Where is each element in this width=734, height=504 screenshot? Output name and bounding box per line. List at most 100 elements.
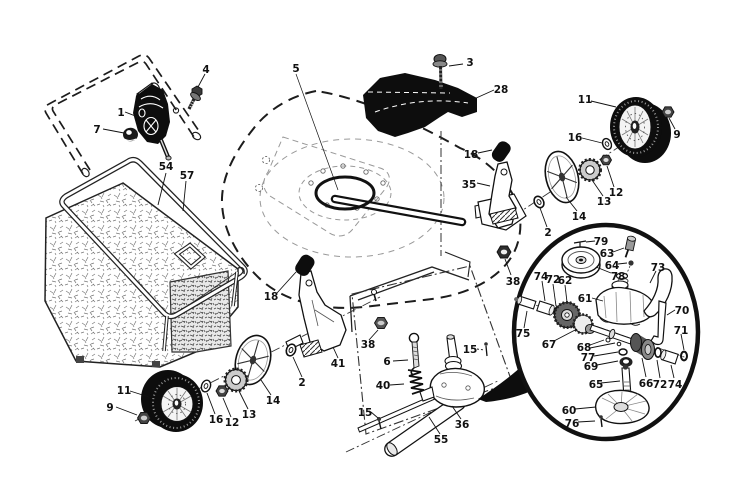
fitting <box>624 235 637 258</box>
label-60: 60 <box>562 405 577 417</box>
axle-nut-a <box>496 245 512 259</box>
support-bracket <box>650 300 667 346</box>
rear-lever-pedal <box>489 207 519 225</box>
label-74-left: 74 <box>534 271 549 283</box>
label-12-rear: 12 <box>609 187 624 199</box>
label-1: 1 <box>117 107 124 119</box>
rear-wheel-assembly <box>474 97 675 231</box>
control-bracket-details <box>138 95 164 136</box>
bearing <box>619 357 633 367</box>
grass-bag <box>44 157 248 368</box>
detail-region-box <box>351 265 513 435</box>
input-shaft <box>514 295 537 310</box>
label-4: 4 <box>202 64 209 76</box>
handlebar <box>44 54 202 178</box>
label-40: 40 <box>376 380 391 392</box>
label-2-front: 2 <box>298 377 305 389</box>
label-5: 5 <box>292 63 299 75</box>
label-16-front: 16 <box>209 414 224 426</box>
gearbox-body <box>419 334 485 408</box>
label-76: 76 <box>565 418 580 430</box>
rear-skirt <box>349 266 470 333</box>
label-75: 75 <box>516 328 531 340</box>
magnifier-pointer <box>478 366 531 402</box>
label-15-a: 15 <box>463 344 478 356</box>
front-wheel-nut <box>136 411 152 425</box>
label-6: 6 <box>383 356 390 368</box>
ring-right <box>654 347 662 358</box>
drive-belt <box>314 175 467 227</box>
bag-frame <box>59 157 248 352</box>
label-11-rear: 11 <box>578 94 593 106</box>
rear-washer2 <box>533 195 545 209</box>
label-18-front: 18 <box>264 291 279 303</box>
clip <box>573 240 587 247</box>
label-62: 62 <box>558 275 573 287</box>
handle-bolt-hole <box>172 107 180 114</box>
front-lever-pedal <box>299 339 323 358</box>
label-70: 70 <box>675 305 690 317</box>
gear-housing-lower <box>594 389 650 425</box>
part-labels: 1 4 7 54 57 5 3 28 11 9 16 18 35 12 13 1… <box>93 57 689 446</box>
gearbox-assembly <box>345 332 501 457</box>
rear-pinion <box>578 158 602 182</box>
label-63: 63 <box>600 248 615 260</box>
rear-wheel-nut <box>661 106 675 118</box>
bracket-arm <box>643 268 673 318</box>
rear-washer <box>601 137 613 151</box>
cover-bolt <box>432 54 448 90</box>
belt-cover <box>363 73 477 137</box>
label-9-rear: 9 <box>673 129 680 141</box>
label-69: 69 <box>584 361 599 373</box>
label-2-rear: 2 <box>544 227 551 239</box>
front-locknut <box>215 385 229 397</box>
plug <box>628 260 634 266</box>
label-15-b: 15 <box>358 407 373 419</box>
front-washer2 <box>285 343 297 357</box>
label-54: 54 <box>159 161 174 173</box>
label-74-right: 74 <box>668 379 683 391</box>
rear-grip <box>491 141 511 162</box>
label-38-b: 38 <box>361 339 376 351</box>
label-13-rear: 13 <box>597 196 612 208</box>
label-12-front: 12 <box>225 417 240 429</box>
label-73: 73 <box>651 262 666 274</box>
label-55: 55 <box>434 434 449 446</box>
label-64: 64 <box>605 260 620 272</box>
label-57: 57 <box>180 170 195 182</box>
control-bracket-assembly <box>123 82 203 161</box>
front-height-lever <box>298 270 347 352</box>
label-7: 7 <box>93 124 100 136</box>
label-79: 79 <box>594 236 609 248</box>
retainer-ring <box>680 350 688 362</box>
rear-locknut <box>599 154 613 166</box>
drive-drum <box>630 333 655 360</box>
transmission-detail-circle <box>511 222 701 442</box>
set-screw-a <box>484 342 488 346</box>
handle-bolt <box>187 85 203 110</box>
control-nut <box>123 127 138 142</box>
label-28: 28 <box>494 84 509 96</box>
front-pinion <box>223 367 249 393</box>
label-68: 68 <box>577 342 592 354</box>
idler-bolt <box>408 332 420 376</box>
label-9-front: 9 <box>106 402 113 414</box>
roll-pins <box>605 337 622 347</box>
label-14-front: 14 <box>266 395 281 407</box>
spring <box>407 369 425 395</box>
mower-deck <box>220 89 522 333</box>
label-72-right: 72 <box>653 379 668 391</box>
front-wheel-assembly <box>134 254 389 432</box>
label-38-a: 38 <box>506 276 521 288</box>
rear-wheel-cover <box>544 150 580 204</box>
housing-screw <box>599 415 603 428</box>
label-13-front: 13 <box>242 409 257 421</box>
label-61: 61 <box>578 293 593 305</box>
bushing-right <box>660 349 679 365</box>
axle-nut-b <box>373 316 389 330</box>
control-bracket-body <box>133 84 170 144</box>
label-78: 78 <box>611 271 626 283</box>
front-washer <box>200 379 212 393</box>
label-41: 41 <box>331 358 346 370</box>
